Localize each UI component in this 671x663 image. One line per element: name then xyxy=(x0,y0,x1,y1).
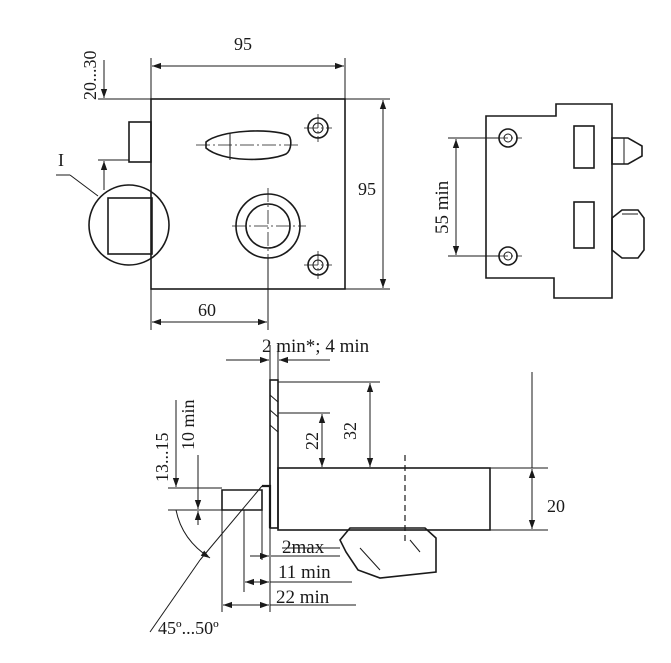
bolt-stub xyxy=(128,121,152,163)
dim-offset-top: 20...30 xyxy=(80,51,100,101)
section-view: 2 min*; 4 min 32 22 20 13...15 10 min 45… xyxy=(149,336,565,638)
dim-32: 32 xyxy=(340,422,360,440)
lock-body-outline xyxy=(150,98,346,290)
dim-bottom-offset: 60 xyxy=(198,300,216,320)
dim-13-15: 13...15 xyxy=(152,433,172,483)
dim-11-min: 11 min xyxy=(278,562,331,583)
dim-2max: 2max xyxy=(282,537,325,558)
door-plate xyxy=(269,379,279,529)
dim-gap: 2 min*; 4 min xyxy=(262,336,370,357)
latch-nose xyxy=(611,209,645,259)
front-view: I 95 95 20...30 60 xyxy=(56,34,390,330)
keyhole-slot xyxy=(205,130,292,161)
side-slot-top xyxy=(573,125,595,169)
dim-22-min: 22 min xyxy=(276,587,330,608)
side-body-outline xyxy=(485,103,613,299)
dim-side-height: 95 xyxy=(358,179,376,199)
bolt-nose xyxy=(611,137,643,165)
screw-bottom xyxy=(304,251,332,279)
detail-latch xyxy=(107,197,153,255)
dim-top-width: 95 xyxy=(234,34,252,54)
lock-body-section xyxy=(277,467,491,531)
side-slot-bottom xyxy=(573,201,595,249)
keeper-section xyxy=(339,527,437,579)
detail-circle xyxy=(88,184,170,266)
dim-20: 20 xyxy=(547,496,565,516)
side-view: 55 min xyxy=(432,103,645,299)
screw-top xyxy=(304,114,332,142)
dim-screw-spacing: 55 min xyxy=(432,180,453,234)
detail-label: I xyxy=(58,150,64,170)
dim-angle: 45º...50º xyxy=(158,618,219,638)
dim-10-min: 10 min xyxy=(178,399,198,450)
dim-22-vertical: 22 xyxy=(302,432,322,450)
